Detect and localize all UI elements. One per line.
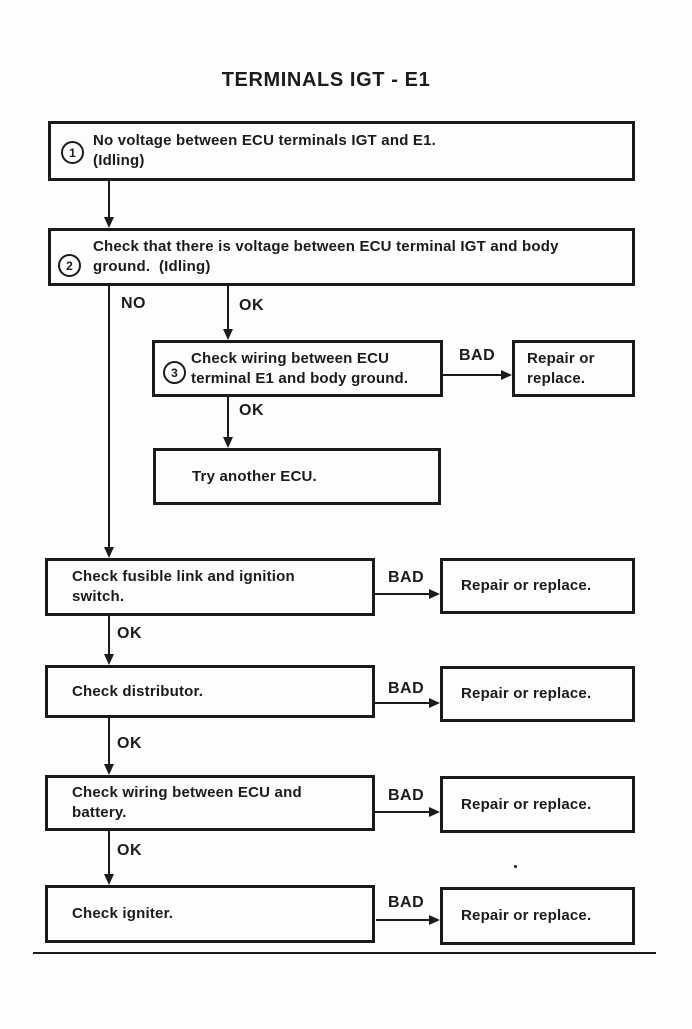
arrowhead-fusible-distributor	[104, 654, 114, 665]
page-bottom-rule	[33, 952, 656, 954]
branch-label-bad-3: BAD	[388, 680, 425, 697]
branch-label-bad-5: BAD	[388, 894, 425, 911]
flow-box-repair-battery: Repair or replace.	[440, 776, 635, 833]
arrowhead-distributor-repair	[429, 698, 440, 708]
connector-battery-repair	[375, 811, 429, 813]
arrowhead-step3-tryecu	[223, 437, 233, 448]
flow-box-repair-igniter: Repair or replace.	[440, 887, 635, 945]
flow-box-repair-fusible: Repair or replace.	[440, 558, 635, 614]
connector-battery-igniter	[108, 831, 110, 875]
step2-text-line2: ground. (Idling)	[93, 258, 211, 275]
battery-text-line1: Check wiring between ECU and	[72, 784, 302, 801]
flow-box-repair-step3: Repair or replace.	[512, 340, 635, 397]
connector-distributor-repair	[375, 702, 429, 704]
connector-step2-step3	[227, 286, 229, 330]
connector-step3-tryecu	[227, 397, 229, 437]
flow-box-step1: 1 No voltage between ECU terminals IGT a…	[48, 121, 635, 181]
branch-label-ok-1: OK	[239, 297, 264, 314]
repair-text: Repair or replace.	[461, 795, 592, 813]
step2-number: 2	[66, 258, 73, 273]
branch-label-ok-3: OK	[117, 625, 142, 642]
branch-label-ok-5: OK	[117, 842, 142, 859]
branch-label-bad-2: BAD	[388, 569, 425, 586]
step3-number: 3	[171, 365, 178, 380]
branch-label-no: NO	[121, 295, 146, 312]
connector-fusible-repair	[374, 593, 429, 595]
step3-text-line2: terminal E1 and body ground.	[191, 369, 409, 387]
step3-text-line1: Check wiring between ECU	[191, 349, 390, 367]
arrowhead-battery-igniter	[104, 874, 114, 885]
step3-number-badge: 3	[163, 361, 186, 384]
flow-box-distributor: Check distributor.	[45, 665, 375, 718]
repair-text: Repair or replace.	[461, 907, 592, 924]
arrowhead-step3-repair	[501, 370, 512, 380]
distributor-text: Check distributor.	[72, 682, 204, 700]
connector-fusible-distributor	[108, 616, 110, 655]
connector-step1-step2	[108, 181, 110, 218]
branch-label-bad-1: BAD	[459, 347, 496, 364]
repair-text: Repair or replace.	[461, 685, 592, 702]
arrowhead-no-branch	[104, 547, 114, 558]
connector-distributor-battery	[108, 718, 110, 765]
branch-label-ok-4: OK	[117, 735, 142, 752]
repair-text-line1: Repair or	[527, 349, 595, 367]
step1-text-line1: No voltage between ECU terminals IGT and…	[93, 132, 437, 149]
fusible-text-line1: Check fusible link and ignition	[72, 568, 295, 585]
arrowhead-distributor-battery	[104, 764, 114, 775]
step2-number-badge: 2	[58, 254, 81, 277]
scan-artifact-dot	[514, 865, 517, 868]
arrowhead-step2-step3	[223, 329, 233, 340]
step1-text-line2: (Idling)	[93, 152, 145, 169]
flow-box-repair-distributor: Repair or replace.	[440, 666, 635, 722]
flow-box-battery-wiring: Check wiring between ECU and battery.	[45, 775, 375, 831]
connector-no-branch	[108, 286, 110, 548]
arrowhead-battery-repair	[429, 807, 440, 817]
flow-box-igniter: Check igniter.	[45, 885, 375, 943]
page-title: TERMINALS IGT - E1	[221, 69, 431, 91]
arrowhead-fusible-repair	[429, 589, 440, 599]
step1-number-badge: 1	[61, 141, 84, 164]
repair-text: Repair or replace.	[461, 577, 592, 594]
flow-box-fusible-link: Check fusible link and ignition switch.	[45, 558, 375, 616]
arrowhead-step1-step2	[104, 217, 114, 228]
step2-text-line1: Check that there is voltage between ECU …	[93, 238, 559, 255]
flow-box-try-ecu: Try another ECU.	[153, 448, 441, 505]
step1-number: 1	[69, 145, 76, 160]
connector-igniter-repair	[376, 919, 429, 921]
branch-label-ok-2: OK	[239, 402, 264, 419]
flow-box-step2: 2 Check that there is voltage between EC…	[48, 228, 635, 286]
connector-step3-repair	[443, 374, 501, 376]
repair-text-line2: replace.	[527, 369, 586, 387]
fusible-text-line2: switch.	[72, 588, 125, 605]
flow-box-step3: 3 Check wiring between ECU terminal E1 a…	[152, 340, 443, 397]
arrowhead-igniter-repair	[429, 915, 440, 925]
battery-text-line2: battery.	[72, 804, 127, 821]
try-ecu-text: Try another ECU.	[192, 467, 317, 485]
branch-label-bad-4: BAD	[388, 787, 425, 804]
igniter-text: Check igniter.	[72, 905, 174, 922]
